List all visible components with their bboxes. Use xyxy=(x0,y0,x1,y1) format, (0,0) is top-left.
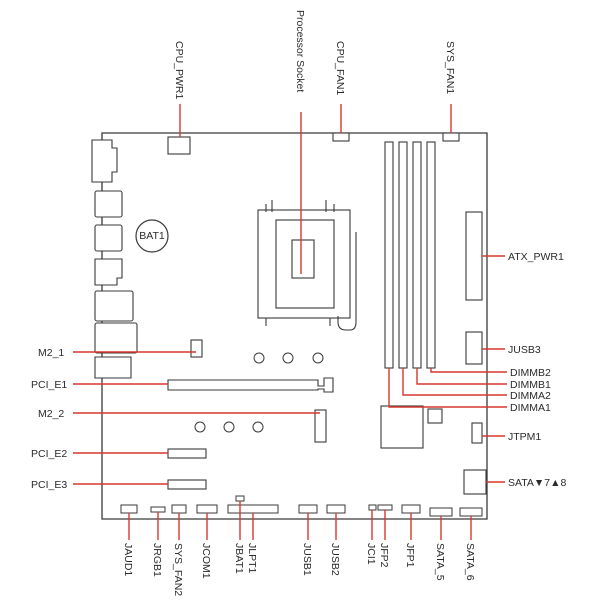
dimm-b2-slot xyxy=(426,141,436,369)
label-dimmb1: DIMMB1 xyxy=(510,379,551,391)
cpu-fan1-header xyxy=(332,132,350,142)
jfp2-header xyxy=(377,504,393,511)
io-port-block-2 xyxy=(94,224,123,252)
label-pci-e2: PCI_E2 xyxy=(31,448,67,460)
label-jusb1: JUSB1 xyxy=(301,543,313,576)
jusb3-header xyxy=(465,331,483,365)
pci-e2-slot xyxy=(167,448,207,459)
label-jfp1: JFP1 xyxy=(404,543,416,568)
sys-fan2-header xyxy=(171,504,187,514)
label-sata-6: SATA_6 xyxy=(464,543,476,581)
jaud1-header xyxy=(120,504,138,514)
jlpt1-header xyxy=(227,504,279,514)
label-dimmb2: DIMMB2 xyxy=(510,367,551,379)
jtpm1-header xyxy=(471,422,483,444)
dimm-slots xyxy=(384,141,436,369)
label-cpu-pwr1: CPU_PWR1 xyxy=(173,41,185,100)
label-sys-fan2: SYS_FAN2 xyxy=(172,543,184,596)
io-lower-block xyxy=(94,356,132,379)
right-connectors xyxy=(463,211,487,495)
sata6-connector xyxy=(459,507,483,517)
chipset xyxy=(380,405,443,449)
label-jaud1: JAUD1 xyxy=(122,543,134,576)
sata5-connector xyxy=(429,507,453,517)
label-sata78: SATA▼7▲8 xyxy=(508,477,566,489)
rear-io-panel xyxy=(91,139,138,379)
atx-pwr1-connector xyxy=(465,211,483,301)
label-processor-socket: Processor Socket xyxy=(294,10,306,92)
expansion-slots xyxy=(167,339,334,490)
label-jlpt1: JLPT1 xyxy=(246,543,258,574)
standoff-holes xyxy=(194,352,324,433)
label-jcom1: JCOM1 xyxy=(200,543,212,579)
io-port-block-1 xyxy=(94,190,123,218)
label-jusb2: JUSB2 xyxy=(329,543,341,576)
io-port-block-3 xyxy=(94,258,123,286)
label-jusb3: JUSB3 xyxy=(508,344,541,356)
label-dimma2: DIMMA2 xyxy=(510,390,551,402)
label-jfp2: JFP2 xyxy=(378,543,390,568)
jbat1-header xyxy=(235,495,245,502)
io-audio-block xyxy=(94,322,138,354)
label-sys-fan1: SYS_FAN1 xyxy=(444,41,456,94)
jusb1-header xyxy=(298,504,318,514)
callout-lines xyxy=(73,104,507,540)
cpu-socket xyxy=(257,200,357,331)
label-cpu-fan1: CPU_FAN1 xyxy=(334,41,346,95)
io-port-block-4 xyxy=(94,290,134,322)
dimm-a1-slot xyxy=(384,141,394,369)
label-sata-5: SATA_5 xyxy=(434,543,446,581)
label-jci1: JCI1 xyxy=(365,543,377,565)
pci-e3-slot xyxy=(167,479,207,490)
jrgb1-header xyxy=(150,506,166,513)
label-m2-1: M2_1 xyxy=(38,347,64,359)
sys-fan1-header xyxy=(442,132,460,142)
label-jrgb1: JRGB1 xyxy=(151,543,163,577)
label-jtpm1: JTPM1 xyxy=(508,431,541,443)
cmos-battery: BAT1 xyxy=(135,219,169,253)
cpu-pwr1-header xyxy=(167,136,191,155)
dimm-a2-slot xyxy=(398,141,408,369)
m2-1-slot xyxy=(190,339,203,358)
battery-label: BAT1 xyxy=(139,230,165,242)
label-atx-pwr1: ATX_PWR1 xyxy=(508,251,564,263)
jfp1-header xyxy=(401,504,421,514)
top-headers xyxy=(167,132,460,155)
label-m2-2: M2_2 xyxy=(38,408,64,420)
label-pci-e1: PCI_E1 xyxy=(31,379,67,391)
jcom1-header xyxy=(196,504,218,514)
sata78-connector xyxy=(463,469,487,495)
m2-2-slot xyxy=(314,409,327,443)
io-dvi-port xyxy=(91,139,118,183)
dimm-b1-slot xyxy=(412,141,422,369)
jusb2-header xyxy=(326,504,346,514)
label-jbat1: JBAT1 xyxy=(233,543,245,574)
label-pci-e3: PCI_E3 xyxy=(31,479,67,491)
label-dimma1: DIMMA1 xyxy=(510,402,551,414)
jci1-header xyxy=(368,504,377,511)
pci-e1-slot xyxy=(167,377,334,393)
